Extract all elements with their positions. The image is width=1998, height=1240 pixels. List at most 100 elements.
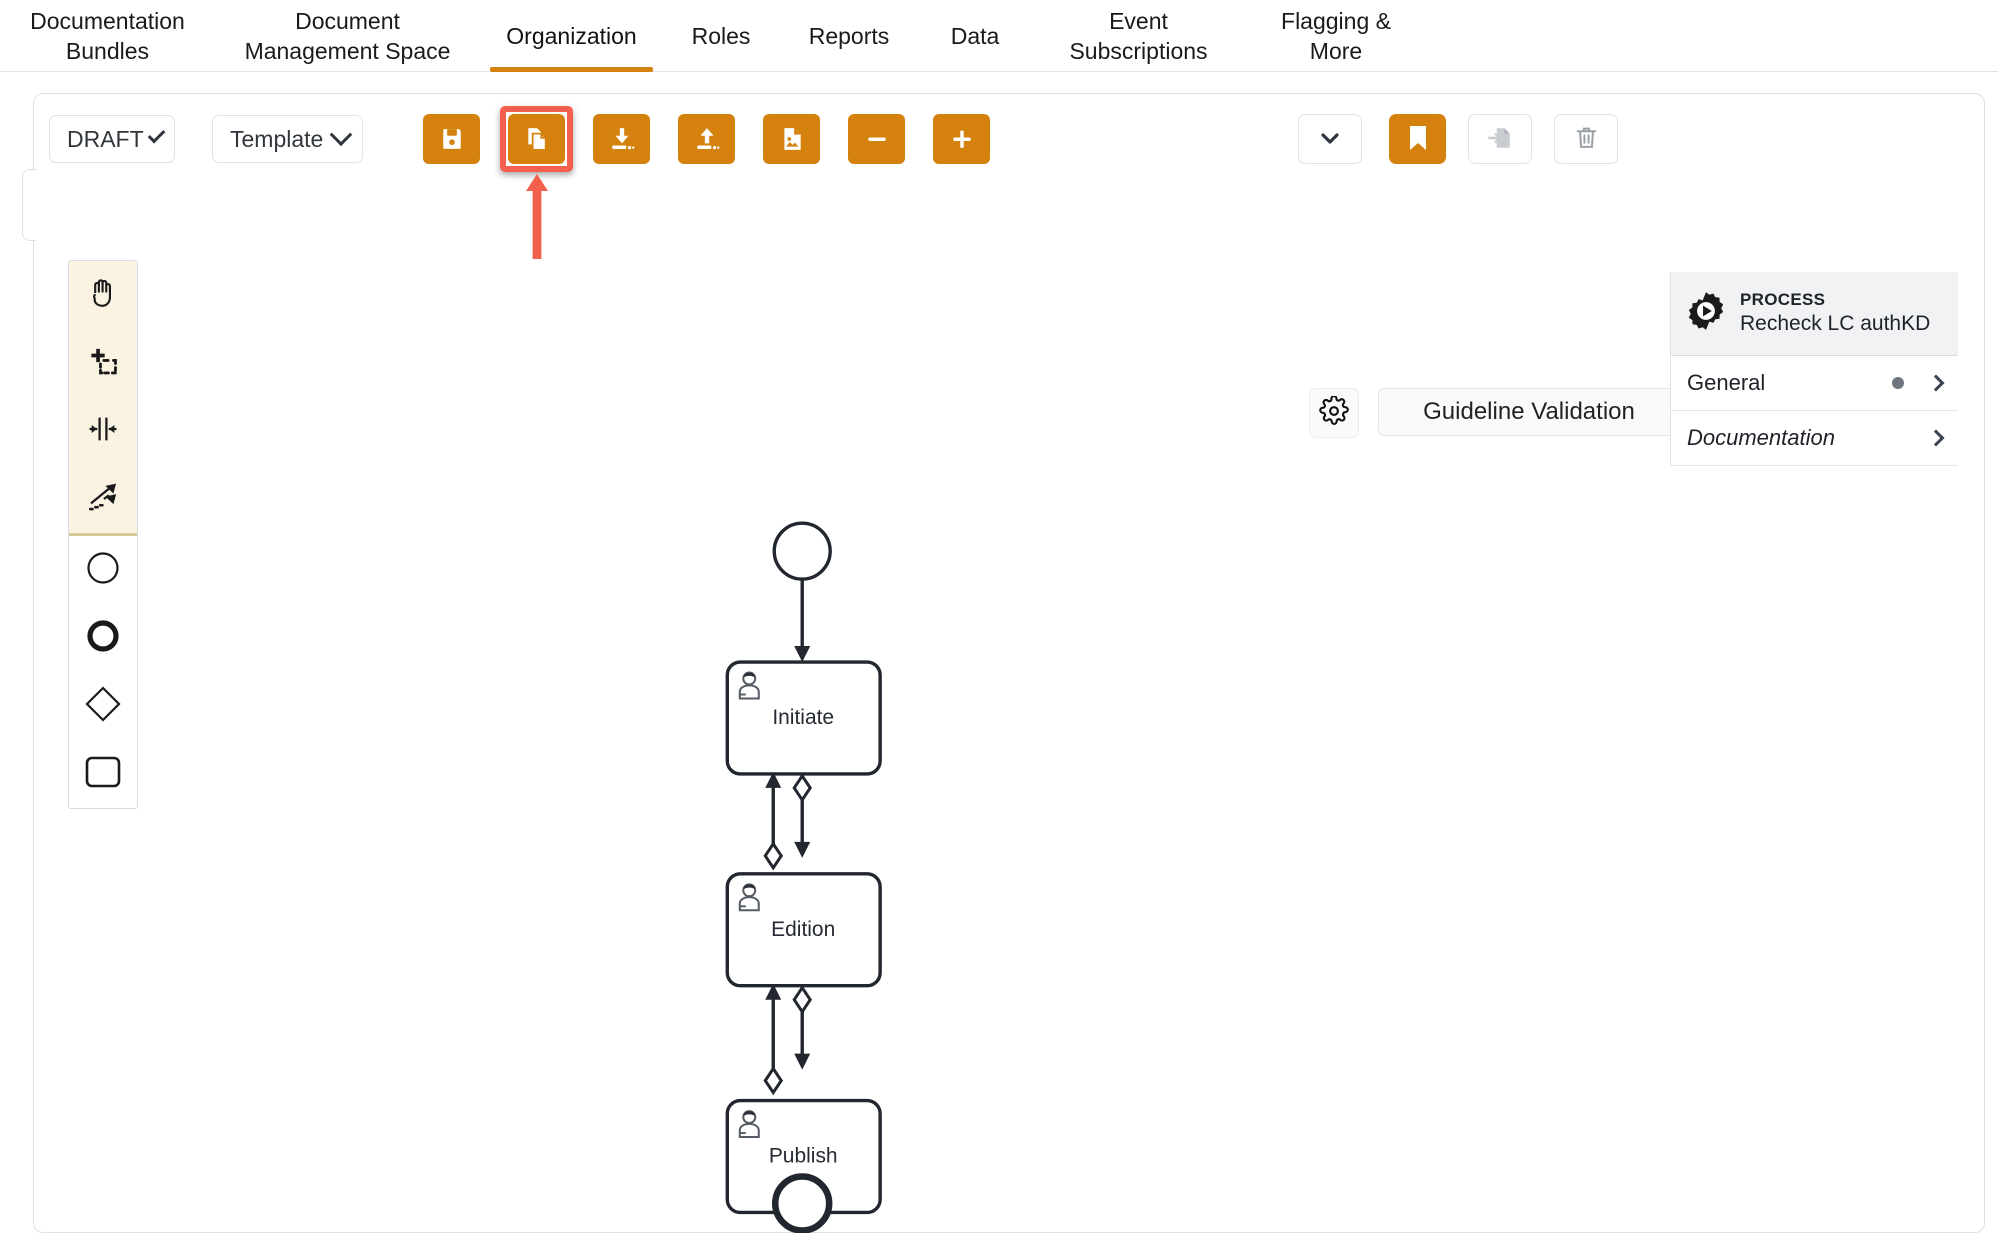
properties-header-text: PROCESS Recheck LC authKD — [1740, 289, 1930, 338]
connect-tool[interactable] — [69, 465, 137, 533]
properties-kind: PROCESS — [1740, 290, 1826, 309]
flow-publish-to-edition[interactable] — [763, 983, 784, 1096]
guideline-validation-label: Guideline Validation — [1423, 398, 1635, 425]
flow-initiate-to-edition[interactable] — [792, 773, 813, 858]
task-label-edition: Edition — [771, 918, 835, 941]
lasso-tool[interactable] — [69, 329, 137, 397]
task-node-publish[interactable]: Publish — [725, 1098, 882, 1215]
import-button[interactable] — [593, 114, 650, 164]
delete-button[interactable] — [1554, 114, 1618, 164]
properties-row-label: Documentation — [1687, 424, 1835, 450]
top-navigation: Documentation Bundles Document Managemen… — [0, 0, 1998, 72]
nav-tab-label: Reports — [808, 22, 890, 49]
task-shape[interactable] — [69, 740, 137, 808]
gear-icon — [1319, 394, 1349, 431]
user-task-icon — [738, 1110, 760, 1139]
start-event-shape[interactable] — [69, 536, 137, 604]
save-as-template-button[interactable] — [1468, 114, 1532, 164]
file-arrow-in-icon — [1487, 125, 1513, 154]
nav-tab-label: Data — [950, 22, 1000, 49]
nav-tab-data[interactable]: Data — [919, 0, 1031, 72]
settings-gear-button[interactable] — [1309, 388, 1359, 438]
bpmn-diagram[interactable]: Initiate — [34, 176, 1984, 1233]
flow-start-to-initiate[interactable] — [794, 579, 811, 663]
nav-tab-label: Document Management Space — [244, 7, 451, 64]
shape-palette — [68, 260, 138, 809]
upload-tray-icon — [694, 126, 720, 152]
end-event-shape[interactable] — [69, 604, 137, 672]
status-select[interactable]: DRAFT — [49, 115, 175, 163]
nav-tab-document-management-space[interactable]: Document Management Space — [215, 0, 480, 72]
type-select[interactable]: Template — [212, 115, 363, 163]
space-tool[interactable] — [69, 397, 137, 465]
guideline-validation-button[interactable]: Guideline Validation — [1378, 388, 1680, 436]
chevron-down-icon — [1318, 126, 1342, 153]
nav-tab-flagging-more[interactable]: Flagging & More — [1246, 0, 1426, 72]
flow-edition-to-initiate[interactable] — [763, 771, 784, 871]
bookmark-button[interactable] — [1389, 114, 1446, 164]
task-node-initiate[interactable]: Initiate — [725, 660, 882, 776]
marquee-select-icon — [86, 344, 120, 383]
type-select-value: Template — [230, 125, 324, 152]
thin-circle-icon — [85, 550, 121, 591]
gear-play-icon — [1685, 290, 1727, 337]
properties-name: Recheck LC authKD — [1740, 311, 1931, 335]
space-arrows-icon — [86, 412, 120, 451]
save-disk-icon — [439, 126, 465, 152]
export-image-button[interactable] — [763, 114, 820, 164]
zoom-out-button[interactable] — [848, 114, 905, 164]
collapsed-panel-handle[interactable] — [22, 169, 36, 241]
hand-icon — [86, 276, 120, 315]
download-tray-icon — [609, 126, 635, 152]
task-label-initiate: Initiate — [772, 706, 834, 729]
chevron-down-icon — [329, 123, 353, 147]
palette-tools-group — [69, 261, 137, 536]
task-label-publish: Publish — [769, 1145, 838, 1168]
copy-pages-icon — [524, 126, 550, 152]
expand-button[interactable] — [1298, 114, 1362, 164]
chevron-down-icon — [147, 125, 166, 144]
nav-tab-roles[interactable]: Roles — [663, 0, 779, 72]
nav-tab-event-subscriptions[interactable]: Event Subscriptions — [1031, 0, 1246, 72]
rounded-rect-icon — [84, 755, 122, 794]
nav-tab-label: Organization — [506, 22, 637, 49]
palette-shapes-group — [69, 536, 137, 808]
properties-row-documentation[interactable]: Documentation — [1671, 411, 1958, 466]
nav-tab-documentation-bundles[interactable]: Documentation Bundles — [0, 0, 215, 72]
connection-arrows-icon — [86, 480, 120, 519]
process-editor: DRAFT Template — [22, 93, 1985, 1233]
gateway-shape[interactable] — [69, 672, 137, 740]
user-task-icon — [738, 883, 760, 912]
status-select-value: DRAFT — [67, 125, 144, 152]
save-button[interactable] — [423, 114, 480, 164]
properties-row-label: General — [1687, 369, 1766, 395]
flow-publish-to-end[interactable] — [794, 1212, 810, 1233]
status-dot — [1892, 376, 1904, 389]
nav-tab-label: Event Subscriptions — [1069, 7, 1208, 64]
user-task-icon — [738, 671, 760, 700]
diamond-icon — [84, 685, 122, 728]
properties-row-general[interactable]: General — [1671, 356, 1958, 411]
start-event-node[interactable] — [772, 521, 832, 581]
flow-edition-to-publish[interactable] — [792, 985, 813, 1070]
editor-toolbar: DRAFT Template — [34, 94, 1984, 259]
hand-tool[interactable] — [69, 261, 137, 329]
task-node-edition[interactable]: Edition — [725, 872, 882, 988]
thick-circle-icon — [85, 618, 121, 659]
properties-panel: PROCESS Recheck LC authKD General Docume… — [1670, 272, 1958, 466]
diagram-canvas[interactable]: Guideline Validation PROCESS Recheck LC … — [34, 176, 1984, 1233]
plus-icon — [949, 126, 975, 152]
nav-tab-label: Flagging & More — [1281, 7, 1391, 64]
nav-tab-reports[interactable]: Reports — [779, 0, 919, 72]
copy-button[interactable] — [508, 114, 565, 164]
minus-icon — [864, 126, 890, 152]
trash-icon — [1574, 125, 1599, 153]
export-button[interactable] — [678, 114, 735, 164]
bookmark-icon — [1407, 125, 1429, 154]
nav-tab-label: Documentation Bundles — [30, 7, 185, 64]
nav-tab-label: Roles — [691, 22, 751, 49]
image-file-icon — [779, 126, 805, 152]
properties-header[interactable]: PROCESS Recheck LC authKD — [1671, 272, 1958, 356]
nav-tab-organization[interactable]: Organization — [480, 0, 663, 72]
zoom-in-button[interactable] — [933, 114, 990, 164]
